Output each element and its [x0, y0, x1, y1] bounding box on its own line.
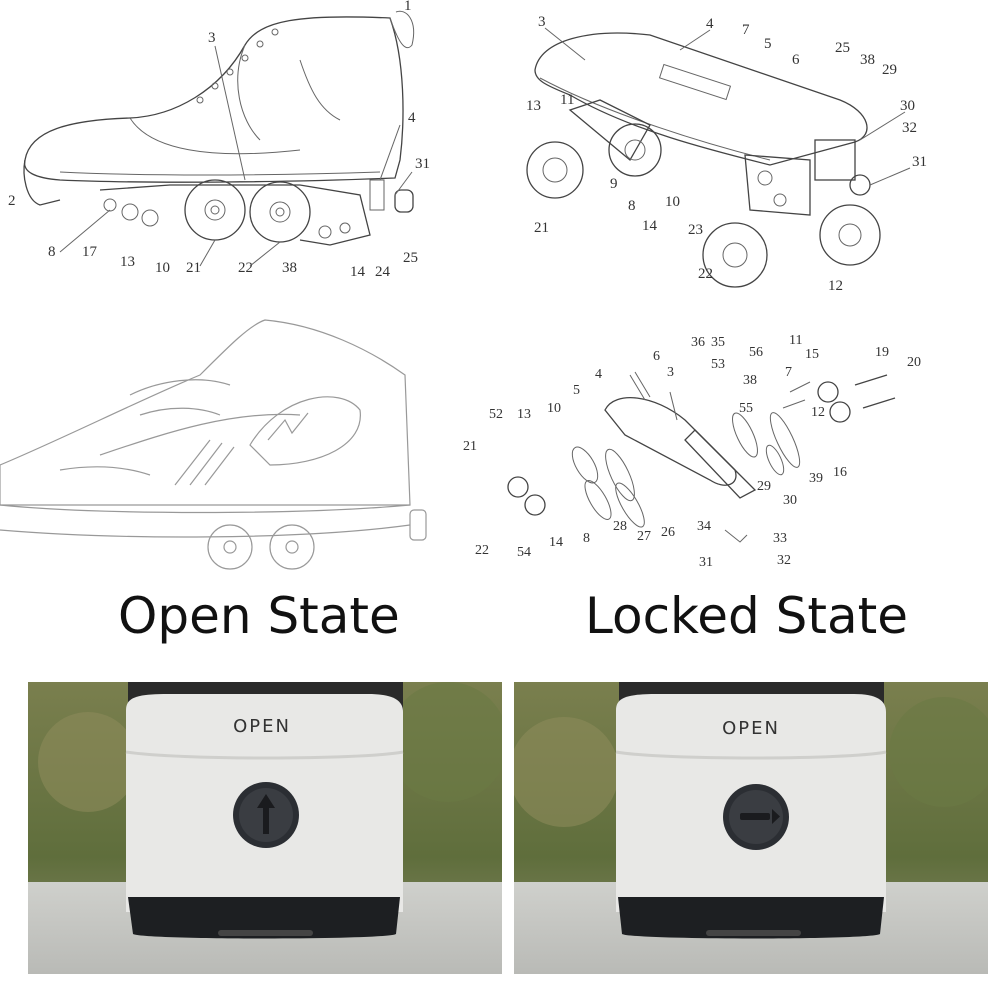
svg-text:24: 24 [375, 264, 391, 280]
svg-text:27: 27 [637, 529, 651, 544]
svg-text:22: 22 [698, 266, 713, 282]
svg-text:14: 14 [549, 535, 563, 550]
svg-text:3: 3 [208, 30, 216, 46]
svg-text:2: 2 [8, 193, 16, 209]
svg-text:33: 33 [773, 531, 787, 546]
svg-text:11: 11 [560, 92, 574, 108]
svg-text:36: 36 [691, 335, 705, 350]
svg-text:31: 31 [912, 154, 927, 170]
svg-text:53: 53 [711, 357, 725, 372]
knob-arrow-up-icon [233, 782, 299, 848]
svg-text:14: 14 [642, 218, 658, 234]
open-state-caption: Open State [118, 587, 400, 645]
svg-text:31: 31 [415, 156, 430, 172]
svg-text:25: 25 [403, 250, 418, 266]
svg-text:4: 4 [595, 367, 602, 382]
svg-text:13: 13 [526, 98, 541, 114]
svg-text:5: 5 [573, 383, 580, 398]
svg-text:25: 25 [835, 40, 850, 56]
svg-text:4: 4 [408, 110, 416, 126]
svg-text:13: 13 [517, 407, 531, 422]
roller-mechanism [526, 32, 881, 288]
svg-text:3: 3 [667, 365, 674, 380]
svg-text:29: 29 [757, 479, 771, 494]
svg-text:54: 54 [517, 545, 531, 560]
lace-holes [196, 28, 279, 104]
svg-text:10: 10 [547, 401, 561, 416]
locked-state-caption: Locked State [585, 587, 908, 645]
svg-text:26: 26 [661, 525, 675, 540]
open-housing-label: OPEN [233, 716, 291, 737]
svg-text:38: 38 [282, 260, 297, 276]
side-callouts: 1 2 3 4 8 17 13 10 21 22 38 14 24 25 31 [8, 0, 430, 280]
svg-text:38: 38 [860, 52, 875, 68]
svg-text:35: 35 [711, 335, 725, 350]
svg-text:28: 28 [613, 519, 627, 534]
svg-text:7: 7 [742, 22, 750, 38]
shoe-sketch-icon [0, 319, 427, 570]
svg-text:4: 4 [706, 16, 714, 32]
svg-text:10: 10 [665, 194, 680, 210]
side-view-drawing: 1 2 3 4 8 17 13 10 21 22 38 14 24 25 31 [8, 0, 430, 280]
svg-text:16: 16 [833, 465, 847, 480]
locked-housing-label: OPEN [722, 718, 780, 739]
svg-text:14: 14 [350, 264, 366, 280]
wheel-mechanism [99, 179, 414, 246]
svg-text:55: 55 [739, 401, 753, 416]
exploded-parts [507, 371, 896, 543]
svg-text:19: 19 [875, 345, 889, 360]
svg-text:38: 38 [743, 373, 757, 388]
svg-text:15: 15 [805, 347, 819, 362]
svg-text:32: 32 [777, 553, 791, 568]
knob-arrow-side-icon [723, 784, 789, 850]
svg-text:39: 39 [809, 471, 823, 486]
svg-text:17: 17 [82, 244, 98, 260]
svg-text:5: 5 [764, 36, 772, 52]
locked-state-photo: OPEN [514, 682, 988, 974]
svg-text:29: 29 [882, 62, 897, 78]
svg-text:3: 3 [538, 14, 546, 30]
svg-text:21: 21 [534, 220, 549, 236]
svg-text:56: 56 [749, 345, 763, 360]
svg-text:30: 30 [783, 493, 797, 508]
svg-text:30: 30 [900, 98, 915, 114]
svg-text:22: 22 [475, 543, 489, 558]
svg-text:31: 31 [699, 555, 713, 570]
svg-text:20: 20 [907, 355, 921, 370]
svg-text:1: 1 [404, 0, 412, 14]
svg-text:7: 7 [785, 365, 792, 380]
svg-text:21: 21 [186, 260, 201, 276]
svg-text:34: 34 [697, 519, 711, 534]
svg-text:11: 11 [789, 333, 802, 348]
svg-text:6: 6 [653, 349, 660, 364]
svg-text:8: 8 [628, 198, 636, 214]
iso-callouts: 3 4 75 6 25 38 29 30 32 31 13 11 9 8 10 14 23 21 22 12 [526, 14, 927, 294]
svg-text:8: 8 [583, 531, 590, 546]
svg-text:6: 6 [792, 52, 800, 68]
svg-text:8: 8 [48, 244, 56, 260]
open-state-photo: OPEN [28, 682, 502, 974]
svg-text:10: 10 [155, 260, 170, 276]
svg-text:9: 9 [610, 176, 618, 192]
shoe-sketch [0, 319, 427, 570]
svg-text:52: 52 [489, 407, 503, 422]
svg-text:21: 21 [463, 439, 477, 454]
svg-text:13: 13 [120, 254, 135, 270]
svg-text:12: 12 [828, 278, 843, 294]
svg-text:22: 22 [238, 260, 253, 276]
svg-text:12: 12 [811, 405, 825, 420]
shoe-outline [23, 10, 414, 206]
isometric-mechanism-drawing: 3 4 75 6 25 38 29 30 32 31 13 11 9 8 10 14 23 21 22 12 [526, 14, 927, 294]
svg-text:23: 23 [688, 222, 703, 238]
svg-text:32: 32 [902, 120, 917, 136]
